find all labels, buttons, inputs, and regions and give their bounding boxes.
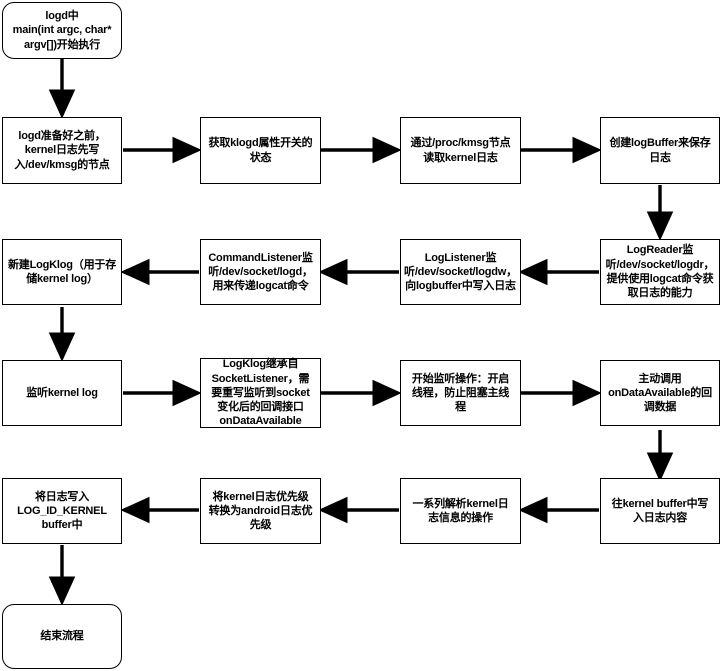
node-read-kmsg[interactable]: 通过/proc/kmsg节点 读取kernel日志 <box>400 117 521 184</box>
node-new-logklog-label: 新建LogKlog（用于存 储kernel log） <box>8 258 116 285</box>
node-read-kmsg-label: 通过/proc/kmsg节点 读取kernel日志 <box>410 137 511 164</box>
node-logbuffer[interactable]: 创建logBuffer来保存 日志 <box>600 117 720 184</box>
node-start-listen-label: 开始监听操作：开启 线程，防止阻塞主线 程 <box>411 372 510 414</box>
node-listen-kernel-label: 监听kernel log <box>26 386 98 399</box>
node-end[interactable]: 结束流程 <box>2 604 122 669</box>
node-loglistener[interactable]: LogListener监 听/dev/socket/logdw， 向logbuf… <box>400 239 521 305</box>
node-parse-ops-label: 一系列解析kernel日 志信息的操作 <box>412 497 509 524</box>
node-klogd-prop-label: 获取klogd属性开关的 状态 <box>208 137 313 164</box>
node-cmdlistener[interactable]: CommandListener监 听/dev/socket/logd， 用来传递… <box>200 239 321 305</box>
node-prio-convert-label: 将kernel日志优先级 转换为android日志优 先级 <box>208 490 313 532</box>
node-klog-inherit[interactable]: LogKlog继承自 SocketListener，需 要重写监听到socket… <box>200 358 321 428</box>
node-start-label: logd中 main(int argc, char* argv[])开始执行 <box>12 10 112 51</box>
node-logreader-label: LogReader监 听/dev/socket/logdr， 提供使用logca… <box>605 244 715 300</box>
node-kmsg[interactable]: logd准备好之前， kernel日志先写 入/dev/kmsg的节点 <box>2 117 122 184</box>
node-listen-kernel[interactable]: 监听kernel log <box>2 360 122 426</box>
node-prio-convert[interactable]: 将kernel日志优先级 转换为android日志优 先级 <box>200 478 321 544</box>
node-loglistener-label: LogListener监 听/dev/socket/logdw， 向logbuf… <box>404 251 517 293</box>
node-klogd-prop[interactable]: 获取klogd属性开关的 状态 <box>200 117 321 184</box>
node-end-label: 结束流程 <box>40 630 84 643</box>
node-parse-ops[interactable]: 一系列解析kernel日 志信息的操作 <box>400 478 521 544</box>
node-new-logklog[interactable]: 新建LogKlog（用于存 储kernel log） <box>2 239 122 305</box>
node-logbuffer-label: 创建logBuffer来保存 日志 <box>609 137 711 164</box>
node-write-kbuf[interactable]: 往kernel buffer中写 入日志内容 <box>600 478 720 544</box>
node-write-logid-label: 将日志写入 LOG_ID_KERNEL buffer中 <box>17 490 107 532</box>
node-klog-inherit-label: LogKlog继承自 SocketListener，需 要重写监听到socket… <box>211 358 310 428</box>
node-start[interactable]: logd中 main(int argc, char* argv[])开始执行 <box>2 2 122 59</box>
node-logreader[interactable]: LogReader监 听/dev/socket/logdr， 提供使用logca… <box>600 239 720 305</box>
node-write-logid[interactable]: 将日志写入 LOG_ID_KERNEL buffer中 <box>2 478 122 544</box>
node-kmsg-label: logd准备好之前， kernel日志先写 入/dev/kmsg的节点 <box>14 130 110 171</box>
node-call-ondata-label: 主动调用 onDataAvailable的回 调数据 <box>608 372 712 414</box>
node-cmdlistener-label: CommandListener监 听/dev/socket/logd， 用来传递… <box>208 251 313 293</box>
node-call-ondata[interactable]: 主动调用 onDataAvailable的回 调数据 <box>600 360 720 426</box>
node-start-listen[interactable]: 开始监听操作：开启 线程，防止阻塞主线 程 <box>400 360 521 426</box>
node-write-kbuf-label: 往kernel buffer中写 入日志内容 <box>611 497 709 524</box>
